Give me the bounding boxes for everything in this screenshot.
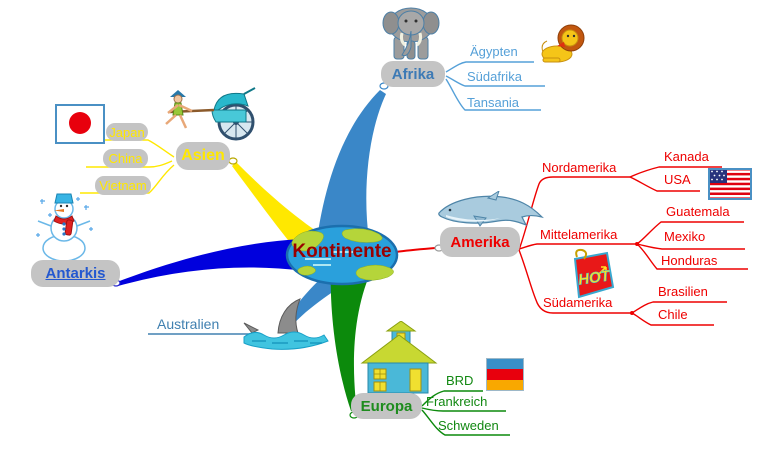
- hot-note-icon[interactable]: HOT: [565, 247, 617, 304]
- branch-amerika: [395, 247, 437, 253]
- house-icon[interactable]: [354, 321, 444, 394]
- topic-vietnam[interactable]: Vietnam: [95, 176, 151, 195]
- usa-flag-icon[interactable]: [708, 168, 752, 200]
- asien-child-lines: [80, 139, 175, 194]
- branch-afrika: [316, 90, 386, 246]
- topic-guatemala[interactable]: Guatemala: [666, 204, 730, 219]
- topic-brd[interactable]: BRD: [446, 373, 474, 388]
- topic-mittelamerika[interactable]: Mittelamerika: [540, 227, 618, 242]
- afrika-child-lines: [445, 61, 545, 111]
- topic-suedafrika[interactable]: Südafrika: [467, 69, 522, 84]
- branch-antarkis: [117, 239, 304, 286]
- topic-brasilien[interactable]: Brasilien: [658, 284, 708, 299]
- europa-child-lines: [421, 390, 510, 436]
- topic-australien[interactable]: Australien: [157, 316, 220, 332]
- topic-amerika[interactable]: Amerika: [440, 227, 520, 257]
- elephant-icon[interactable]: [378, 1, 444, 63]
- topic-tansania[interactable]: Tansania: [467, 95, 520, 110]
- topic-japan[interactable]: Japan: [106, 123, 148, 141]
- topic-europa[interactable]: Europa: [351, 393, 422, 419]
- topic-chile[interactable]: Chile: [658, 307, 688, 322]
- germany-flag-icon[interactable]: [486, 358, 524, 391]
- topic-usa[interactable]: USA: [664, 172, 691, 187]
- japan-flag-icon[interactable]: [55, 104, 105, 144]
- amerika-child-lines: [518, 166, 748, 326]
- lion-icon[interactable]: [541, 16, 585, 64]
- topic-aegypten[interactable]: Ägypten: [470, 44, 518, 59]
- topic-antarkis[interactable]: Antarkis: [31, 260, 120, 287]
- topic-frankreich[interactable]: Frankreich: [426, 394, 488, 409]
- collapse-handle-asien[interactable]: [228, 157, 238, 165]
- center-topic[interactable]: Kontinente: [292, 241, 392, 262]
- topic-schweden[interactable]: Schweden: [438, 418, 499, 433]
- topic-mexiko[interactable]: Mexiko: [664, 229, 706, 244]
- topic-suedamerika[interactable]: Südamerika: [543, 295, 613, 310]
- hot-note-label: HOT: [577, 267, 613, 288]
- topic-afrika[interactable]: Afrika: [381, 61, 445, 87]
- shark-icon[interactable]: [242, 297, 332, 353]
- rickshaw-icon[interactable]: [152, 86, 257, 142]
- topic-nordamerika[interactable]: Nordamerika: [542, 160, 617, 175]
- topic-honduras[interactable]: Honduras: [661, 253, 718, 268]
- snowman-icon[interactable]: [28, 193, 100, 263]
- globe: [285, 224, 399, 286]
- topic-china[interactable]: China: [103, 149, 148, 168]
- branch-europa: [330, 263, 371, 413]
- topic-asien[interactable]: Asien: [176, 142, 230, 170]
- topic-kanada[interactable]: Kanada: [664, 149, 709, 164]
- dolphin-icon[interactable]: [436, 191, 546, 229]
